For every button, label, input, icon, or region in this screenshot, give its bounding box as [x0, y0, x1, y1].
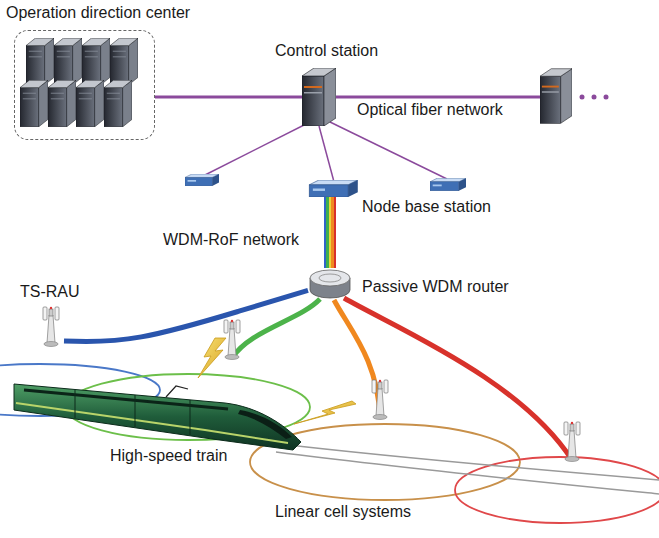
router-node: Passive WDM router [308, 268, 352, 300]
control-station-node: Control station [302, 68, 336, 126]
network-label: Optical fiber network [357, 101, 503, 119]
antenna-icon [224, 320, 240, 360]
server-cluster [26, 38, 54, 85]
radio-fiber [232, 298, 572, 460]
antenna-icon [372, 380, 388, 420]
train-label: High-speed train [110, 447, 227, 465]
radio-fiber [344, 298, 572, 460]
fiber-link [319, 126, 334, 180]
antenna-icon [43, 307, 580, 462]
optical-fiber-line [330, 122, 447, 179]
train-figure [166, 386, 188, 397]
antenna-node: TS-RAU [38, 305, 64, 347]
continuation-dots [580, 95, 585, 100]
radio-fiber [334, 300, 380, 418]
continuation-dots [580, 95, 609, 100]
fiber-link [155, 96, 302, 99]
server-cluster [54, 38, 82, 85]
server-cluster [104, 80, 132, 127]
rail-track [276, 452, 659, 494]
radio-link-bolt [198, 338, 356, 424]
base-station-icon [430, 178, 466, 191]
base-station-node: Node base station [305, 180, 362, 197]
optical-fiber-line [336, 96, 540, 99]
server-cluster [76, 80, 104, 127]
node-label: Control station [275, 42, 378, 60]
antenna-icon [43, 307, 59, 347]
train-figure [75, 390, 190, 435]
control-station-icon [540, 69, 572, 124]
router-icon [310, 270, 350, 298]
train-figure [16, 403, 288, 443]
optical-fiber-line [205, 122, 310, 175]
datacenter-box: Operation direction center [14, 30, 155, 140]
server-cluster [48, 80, 76, 127]
control-station-icon [302, 68, 336, 126]
rail-track [276, 444, 659, 494]
router-icon [310, 270, 350, 298]
continuation-dots [592, 95, 597, 100]
server-cluster [20, 38, 138, 127]
cell-ellipse [455, 457, 659, 523]
train-figure [24, 390, 228, 409]
node-label: Operation direction center [6, 4, 190, 22]
train-figure [238, 410, 292, 439]
wdm-fiber-bundle [324, 197, 336, 268]
continuation-dots [604, 95, 609, 100]
antenna-icon [564, 422, 580, 462]
base-station-icon [309, 180, 358, 197]
base-station-icon [185, 174, 219, 186]
base-station-icon [185, 174, 466, 197]
node-label: Node base station [362, 198, 491, 216]
train-figure [14, 384, 301, 450]
network-label: WDM-RoF network [163, 231, 299, 249]
server-cluster [110, 38, 138, 85]
radio-link-bolt [198, 338, 226, 378]
server-cluster [20, 80, 48, 127]
node-label: TS-RAU [20, 283, 80, 301]
train-figure [14, 384, 301, 450]
node-label: Passive WDM router [362, 278, 509, 296]
rof-fiber [64, 290, 308, 341]
radio-link-bolt [294, 401, 356, 424]
server-cluster [82, 38, 110, 85]
control-station-icon [302, 68, 572, 126]
system-label: Linear cell systems [275, 503, 411, 521]
optical-fiber-line [205, 97, 540, 179]
